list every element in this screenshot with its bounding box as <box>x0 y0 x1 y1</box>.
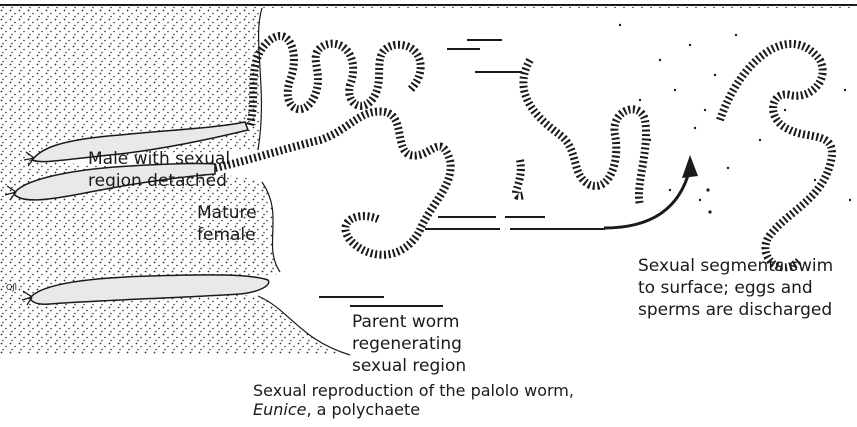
label-male-line1: Male with sexual <box>88 148 230 170</box>
figure-caption: Sexual reproduction of the palolo worm, … <box>253 381 574 419</box>
label-male-detached: Male with sexual region detached <box>88 148 230 192</box>
label-mature-female: Mature female <box>197 202 257 246</box>
rock-edge <box>258 8 350 355</box>
caption-line1: Sexual reproduction of the palolo worm, <box>253 381 574 400</box>
label-parent-line3: sexual region <box>352 355 466 377</box>
upward-arrow <box>604 168 690 228</box>
label-male-line2: region detached <box>88 170 230 192</box>
label-parent-line2: regenerating <box>352 333 466 355</box>
label-female-line1: Mature <box>197 202 257 224</box>
epitoke-detached-male <box>250 36 421 125</box>
label-segments-line1: Sexual segments swim <box>638 255 833 277</box>
artist-initials: OJI <box>6 283 17 292</box>
label-parent-worm: Parent worm regenerating sexual region <box>352 311 466 377</box>
caption-genus: Eunice <box>253 400 306 419</box>
arrow-head <box>682 155 698 178</box>
label-segments-line2: to surface; eggs and <box>638 277 833 299</box>
label-sexual-segments: Sexual segments swim to surface; eggs an… <box>638 255 833 321</box>
label-female-line2: female <box>197 224 257 246</box>
label-parent-line1: Parent worm <box>352 311 466 333</box>
epitoke-swimming-2 <box>720 44 832 267</box>
caption-line2-rest: , a polychaete <box>306 400 420 419</box>
motion-lines <box>319 40 605 306</box>
epitoke-swimming-1 <box>516 60 646 205</box>
caption-line2: Eunice, a polychaete <box>253 400 574 419</box>
label-segments-line3: sperms are discharged <box>638 299 833 321</box>
